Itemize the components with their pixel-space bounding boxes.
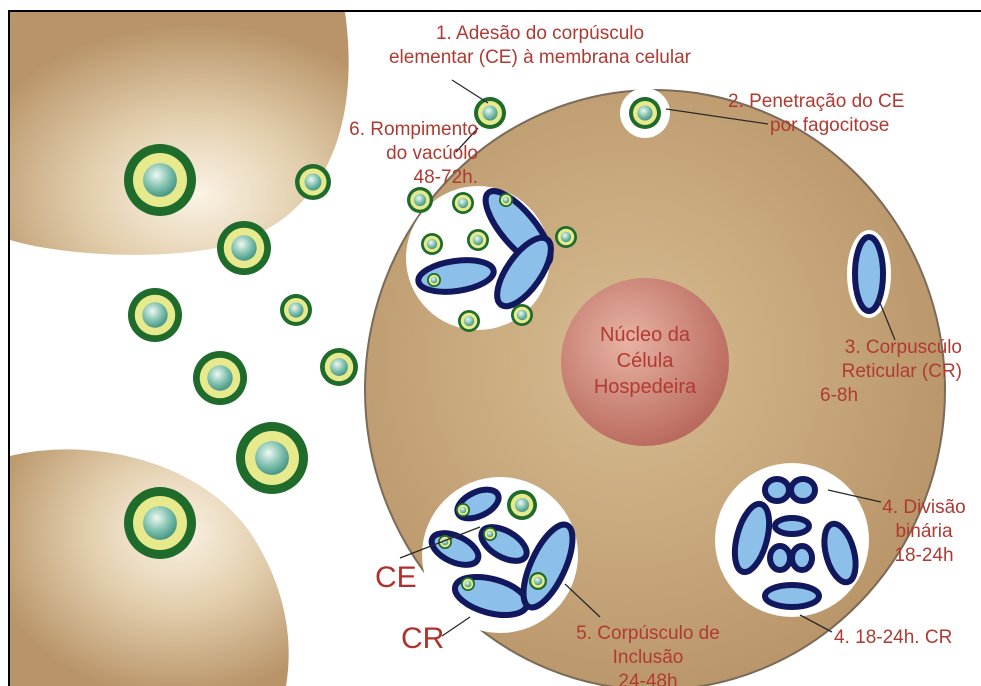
elementary-body-ce xyxy=(407,187,433,213)
elementary-body-ce xyxy=(452,192,474,214)
cr-division-c1 xyxy=(770,546,790,570)
elementary-body-ce xyxy=(467,229,489,251)
label-step2: 2. Penetração do CE por fagocitose xyxy=(728,90,904,138)
elementary-body-ce xyxy=(461,577,475,591)
neighbor-cell-bottom xyxy=(10,449,289,686)
leader-cr xyxy=(442,617,470,636)
cr-division-e xyxy=(765,585,819,607)
elementary-body-ce xyxy=(507,490,537,520)
elementary-body-ce xyxy=(236,422,308,494)
label-ce: CE xyxy=(375,561,417,595)
label-step4a: 4. Divisão binária 18-24h xyxy=(874,496,974,568)
label-step6: 6. Rompimento do vacúolo 48-72h. xyxy=(300,118,478,190)
elementary-body-ce xyxy=(124,144,196,216)
label-cr: CR xyxy=(401,622,444,656)
elementary-body-ce xyxy=(474,97,506,129)
label-step1: 1. Adesão do corpúsculo elementar (CE) à… xyxy=(355,22,725,70)
neighbor-cell-top xyxy=(10,12,349,255)
label-nucleus: Núcleo da Célula Hospedeira xyxy=(560,322,730,400)
elementary-body-ce xyxy=(499,193,513,207)
elementary-body-ce xyxy=(458,310,480,332)
cr-division-f1 xyxy=(765,479,789,501)
elementary-body-ce xyxy=(421,233,443,255)
label-step5: 5. Corpúsculo de Inclusão 24-48h xyxy=(548,622,748,686)
elementary-body-ce xyxy=(128,288,182,342)
elementary-body-ce xyxy=(529,572,547,590)
label-step3: 3. Corpuscúlo Reticular (CR) 6-8h xyxy=(800,336,962,408)
elementary-body-ce xyxy=(280,294,312,326)
label-step4b: 4. 18-24h. CR xyxy=(834,626,952,650)
elementary-body-ce xyxy=(427,273,441,287)
cr-division-c2 xyxy=(792,546,812,570)
elementary-body-ce xyxy=(629,97,661,129)
elementary-body-ce xyxy=(124,487,196,559)
elementary-body-ce xyxy=(193,351,247,405)
elementary-body-ce xyxy=(217,221,271,275)
cr-division-b xyxy=(775,518,809,534)
leader-step1 xyxy=(452,80,488,103)
elementary-body-ce xyxy=(555,226,577,248)
elementary-body-ce xyxy=(511,304,533,326)
elementary-body-ce xyxy=(483,527,497,541)
elementary-body-ce xyxy=(456,503,470,517)
cr-division-f2 xyxy=(791,479,815,501)
elementary-body-ce xyxy=(320,348,358,386)
